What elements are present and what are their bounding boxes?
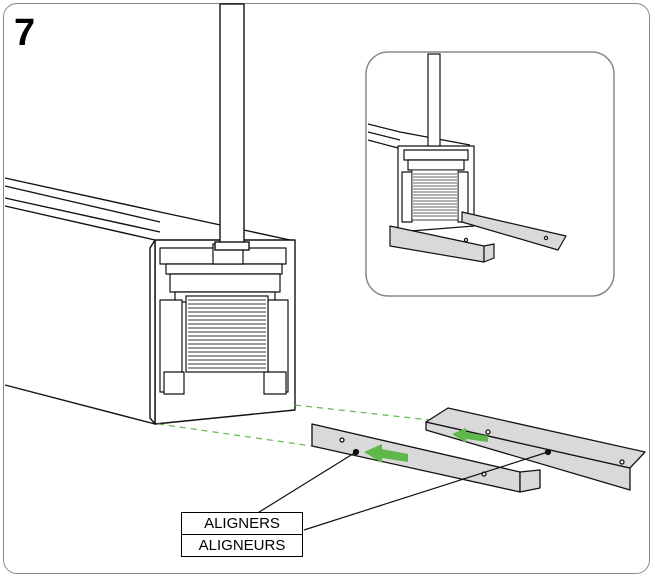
step-number: 7 xyxy=(14,12,36,54)
arrow-left-icon xyxy=(364,444,408,463)
mounting-pole xyxy=(214,3,250,251)
label-french: ALIGNEURS xyxy=(182,534,302,556)
alignment-guides xyxy=(157,404,431,447)
direction-arrows xyxy=(364,428,488,463)
arrow-right-icon xyxy=(452,428,488,443)
aligner-left xyxy=(311,423,541,493)
aligners-label-box: ALIGNERS ALIGNEURS xyxy=(181,512,303,557)
label-english: ALIGNERS xyxy=(204,515,280,532)
callout-leaders xyxy=(255,448,552,531)
pleated-fabric xyxy=(185,295,269,373)
inset-detail xyxy=(365,51,615,297)
end-bracket xyxy=(159,243,289,395)
